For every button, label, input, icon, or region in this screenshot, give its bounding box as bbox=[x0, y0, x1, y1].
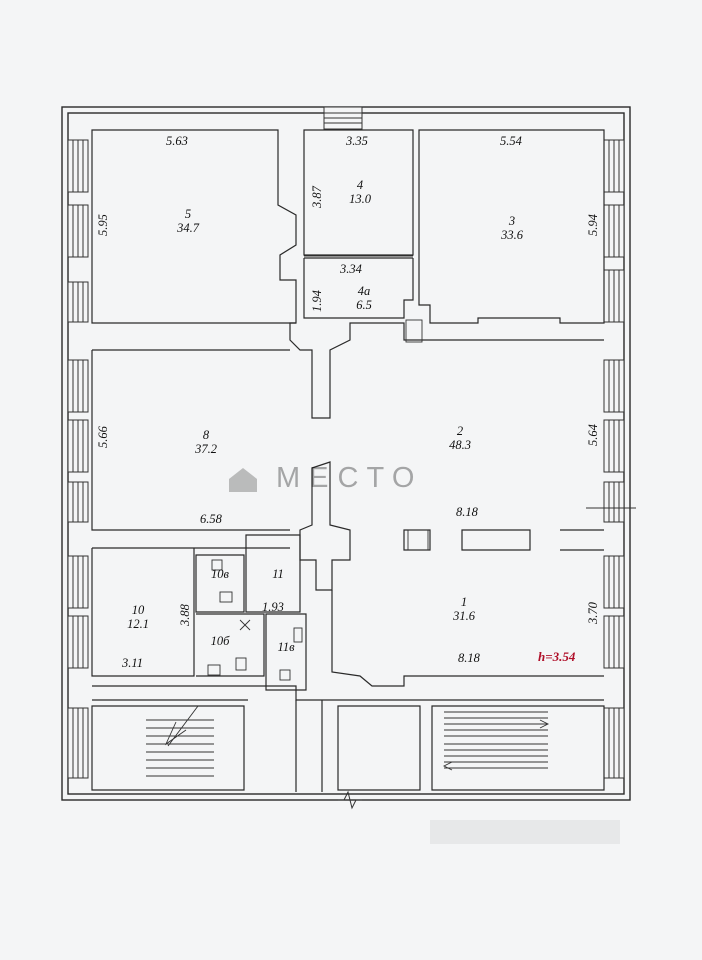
fixtures bbox=[207, 255, 429, 681]
room-area: 31.6 bbox=[453, 609, 475, 623]
dimension-label: 5.95 bbox=[96, 214, 110, 236]
dimension-label: 1.94 bbox=[310, 290, 324, 312]
dimension-label: 3.88 bbox=[178, 604, 192, 626]
staircase-right bbox=[442, 711, 550, 771]
dimension-label: 6.58 bbox=[200, 512, 222, 526]
dimension-label: 3.34 bbox=[340, 262, 362, 276]
room-area: 48.3 bbox=[449, 438, 471, 452]
room-number: 4a bbox=[357, 284, 371, 298]
room-11v-label: 11в bbox=[266, 640, 306, 654]
watermark-text: МЕСТО bbox=[276, 462, 424, 494]
dimension-label: 1.93 bbox=[262, 600, 284, 614]
dimension-label: 3.35 bbox=[346, 134, 368, 148]
dimension-label: 5.63 bbox=[166, 134, 188, 148]
room-number: 10 bbox=[131, 603, 145, 617]
room-number: 2 bbox=[456, 424, 464, 438]
ceiling-height-label: h=3.54 bbox=[538, 649, 576, 664]
room-area: 37.2 bbox=[195, 442, 217, 456]
room-area: 33.6 bbox=[501, 228, 523, 242]
break-symbol bbox=[338, 790, 362, 810]
room-number: 4 bbox=[356, 178, 364, 192]
dimension-label: 5.54 bbox=[500, 134, 522, 148]
dimension-label: 3.87 bbox=[310, 186, 324, 208]
dimension-label: 5.64 bbox=[586, 424, 600, 446]
room-area: 34.7 bbox=[177, 221, 199, 235]
dimension-label: 5.66 bbox=[96, 426, 110, 448]
room-10v-label: 10в bbox=[200, 567, 240, 581]
room-number: 3 bbox=[508, 214, 516, 228]
room-11-label: 11 bbox=[258, 567, 298, 581]
room-number: 5 bbox=[184, 207, 192, 221]
house-icon bbox=[229, 468, 257, 492]
room-area: 13.0 bbox=[349, 192, 371, 206]
dimension-label: 3.11 bbox=[122, 656, 143, 670]
interior-walls bbox=[91, 129, 605, 792]
room-number: 10б bbox=[210, 634, 230, 648]
dimension-label: 3.70 bbox=[586, 602, 600, 624]
room-number: 11в bbox=[277, 640, 295, 654]
windows bbox=[67, 106, 636, 779]
room-area: 6.5 bbox=[356, 298, 372, 312]
dimension-label: 5.94 bbox=[586, 214, 600, 236]
dimension-label: 8.18 bbox=[456, 505, 478, 519]
room-number: 10в bbox=[211, 567, 229, 581]
room-number: 1 bbox=[460, 595, 468, 609]
dimension-label: 8.18 bbox=[458, 651, 480, 665]
room-area: 12.1 bbox=[127, 617, 149, 631]
room-10b-label: 10б bbox=[200, 634, 240, 648]
room-number: 8 bbox=[202, 428, 210, 442]
staircase-left bbox=[146, 705, 214, 777]
room-number: 11 bbox=[272, 567, 284, 581]
